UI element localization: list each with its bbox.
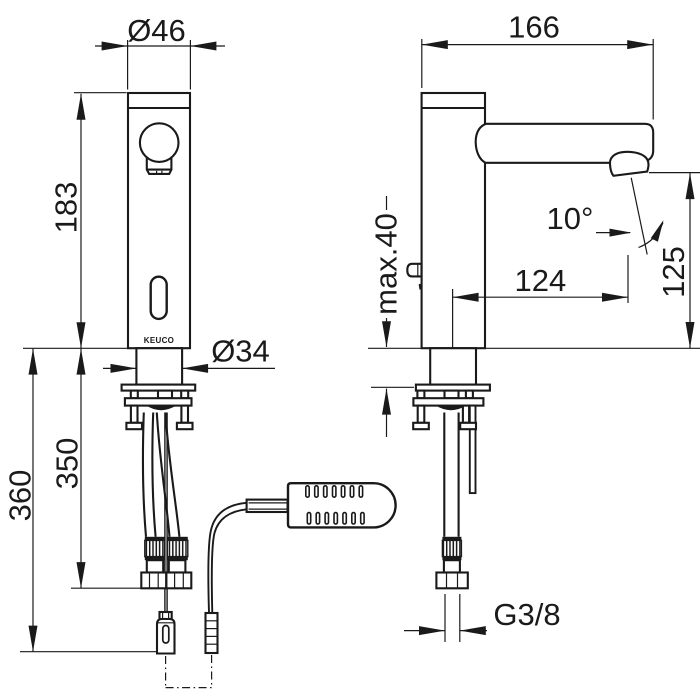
dim-label-projection: 166 <box>508 10 560 45</box>
dim-projection: 166 <box>421 10 654 120</box>
dim-label-thread: G3/8 <box>493 597 560 632</box>
dim-label-outlet-reach: 124 <box>515 263 567 298</box>
dim-body-height: 183 <box>49 92 127 349</box>
mounting-stud <box>129 404 139 424</box>
dim-top-diameter: Ø46 <box>95 13 225 90</box>
hose-nut <box>435 571 469 590</box>
side-view <box>406 91 655 590</box>
aerator <box>608 150 650 177</box>
control-box <box>204 482 397 655</box>
dim-label-top-diameter: Ø46 <box>127 13 186 48</box>
sensor-cable-plug <box>155 610 176 655</box>
hose-nut <box>140 571 168 590</box>
temperature-lever <box>406 262 423 278</box>
mixer-body-side <box>420 91 487 350</box>
dim-hose-length: 350 <box>50 348 86 589</box>
dim-outlet-height: 125 <box>649 172 700 348</box>
dim-cable-length: 360 <box>3 348 38 652</box>
dim-label-max-mounting: max.40 <box>369 213 404 315</box>
dim-spout-angle: 10° <box>547 177 664 255</box>
control-cable <box>210 508 247 613</box>
control-box-vents <box>304 484 365 525</box>
dim-label-spout-angle: 10° <box>547 201 594 236</box>
mounting-stud <box>461 404 471 424</box>
dim-label-body-height: 183 <box>49 182 84 234</box>
dim-shank-diameter: Ø34 <box>103 334 275 373</box>
hose-nut <box>165 571 193 590</box>
sensor-window <box>149 275 168 321</box>
dim-label-hose-length: 350 <box>50 438 85 490</box>
supply-hoses-front <box>140 412 193 612</box>
shank-side <box>429 347 478 386</box>
pull-rod <box>468 404 477 495</box>
brand-logo: KEUCO <box>144 336 174 345</box>
stud-nut <box>175 421 194 431</box>
stud-nut <box>459 421 478 431</box>
stud-nut <box>412 421 430 431</box>
cable-sleeve <box>245 498 289 514</box>
shank-front <box>135 347 184 386</box>
mounting-stud <box>416 404 426 424</box>
escutcheon-front <box>120 383 197 431</box>
dim-label-shank-diameter: Ø34 <box>211 334 270 369</box>
stud-nut <box>125 421 144 431</box>
dim-label-outlet-height: 125 <box>656 246 691 298</box>
mounting-stud <box>180 404 190 424</box>
hose-braid <box>166 539 189 558</box>
sensor-ball <box>138 122 180 163</box>
front-view: KEUCO <box>120 91 397 689</box>
dim-label-cable-length: 360 <box>3 470 38 522</box>
supply-hose-side <box>435 412 469 590</box>
aerator-axis-line <box>630 177 648 255</box>
hose-braid <box>441 539 463 558</box>
hose-braid <box>144 539 166 558</box>
control-cable <box>207 501 247 613</box>
dim-outlet-reach: 124 <box>452 255 629 348</box>
dim-thread: G3/8 <box>404 594 561 642</box>
plug-centerlines <box>165 655 213 689</box>
dim-max-mounting: max.40 <box>369 196 404 437</box>
control-cable-plug <box>204 611 219 655</box>
escutcheon-side <box>412 383 491 495</box>
